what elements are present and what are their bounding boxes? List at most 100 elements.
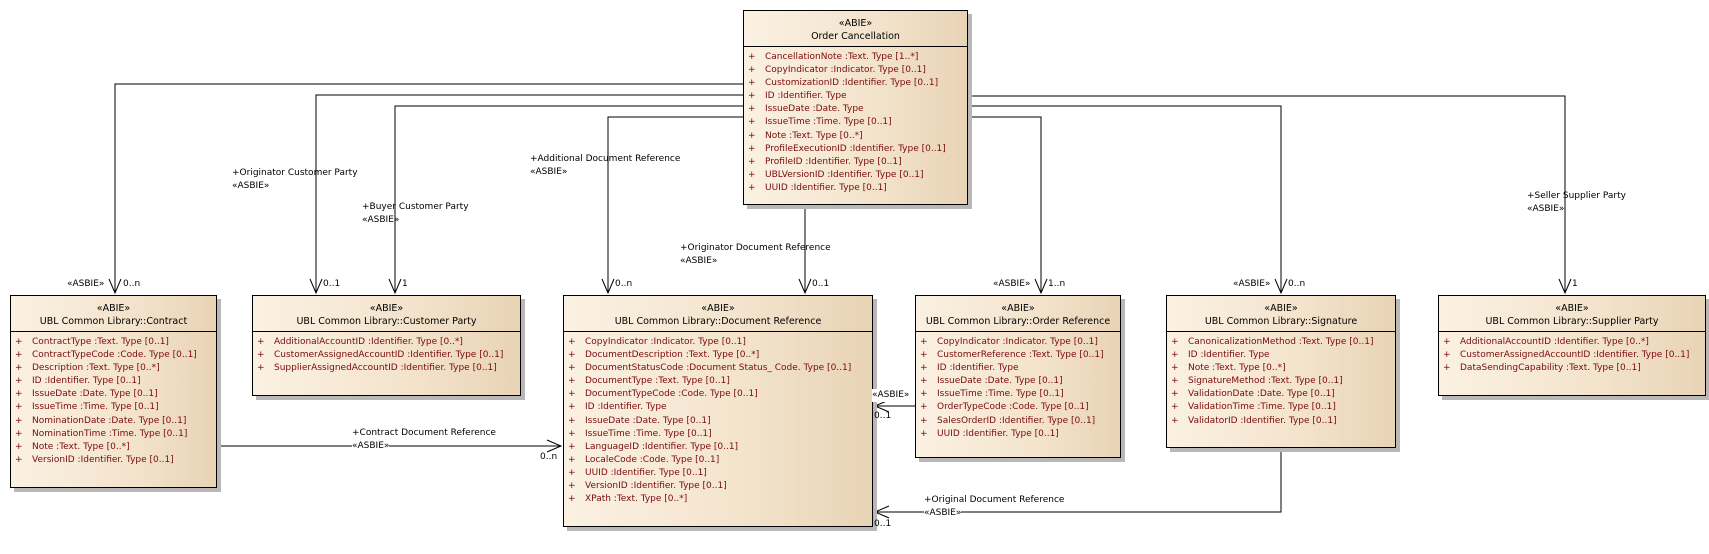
class-customer-party[interactable]: «ABIE» UBL Common Library::Customer Part… xyxy=(252,295,521,396)
attribute-row[interactable]: +ID :Identifier. Type xyxy=(1171,349,1395,362)
visibility-public-icon: + xyxy=(15,441,23,452)
attribute-text: VersionID :Identifier. Type [0..1] xyxy=(585,481,727,492)
class-order-reference[interactable]: «ABIE» UBL Common Library::Order Referen… xyxy=(915,295,1121,458)
attribute-text: IssueTime :Time. Type [0..1] xyxy=(937,389,1064,400)
attribute-row[interactable]: +UBLVersionID :Identifier. Type [0..1] xyxy=(748,169,967,182)
attribute-row[interactable]: +LanguageID :Identifier. Type [0..1] xyxy=(568,441,872,454)
attribute-row[interactable]: +ID :Identifier. Type xyxy=(920,362,1120,375)
attribute-row[interactable]: +SalesOrderID :Identifier. Type [0..1] xyxy=(920,415,1120,428)
assoc-stereotype-additional-document-reference: «ASBIE» xyxy=(530,167,568,177)
arrowhead-signature xyxy=(1274,278,1288,295)
class-header: «ABIE» UBL Common Library::Order Referen… xyxy=(916,296,1120,332)
visibility-public-icon: + xyxy=(15,428,23,439)
attribute-text: Note :Text. Type [0..*] xyxy=(1188,363,1286,374)
attribute-row[interactable]: +IssueDate :Date. Type [0..1] xyxy=(920,375,1120,388)
attribute-row[interactable]: +CopyIndicator :Indicator. Type [0..1] xyxy=(568,336,872,349)
attribute-row[interactable]: +Note :Text. Type [0..*] xyxy=(1171,362,1395,375)
class-order-cancellation[interactable]: «ABIE» Order Cancellation +CancellationN… xyxy=(743,10,968,205)
attribute-text: CopyIndicator :Indicator. Type [0..1] xyxy=(937,337,1098,347)
visibility-public-icon: + xyxy=(568,415,576,426)
attribute-row[interactable]: +ValidationDate :Date. Type [0..1] xyxy=(1171,388,1395,401)
attribute-row[interactable]: +ID :Identifier. Type xyxy=(568,401,872,414)
attribute-row[interactable]: +NominationDate :Date. Type [0..1] xyxy=(15,415,216,428)
attribute-row[interactable]: +ID :Identifier. Type xyxy=(748,90,967,103)
attribute-row[interactable]: +XPath :Text. Type [0..*] xyxy=(568,493,872,506)
attribute-row[interactable]: +DataSendingCapability :Text. Type [0..1… xyxy=(1443,362,1705,375)
attribute-row[interactable]: +IssueTime :Time. Type [0..1] xyxy=(568,428,872,441)
arrowhead-additional-document-reference xyxy=(601,278,615,295)
attribute-text: UUID :Identifier. Type [0..1] xyxy=(937,428,1059,439)
visibility-public-icon: + xyxy=(257,363,265,374)
attribute-row[interactable]: +Note :Text. Type [0..*] xyxy=(748,130,967,143)
visibility-public-icon: + xyxy=(748,182,756,193)
attribute-row[interactable]: +IssueTime :Time. Type [0..1] xyxy=(15,401,216,414)
attribute-row[interactable]: +CustomerAssignedAccountID :Identifier. … xyxy=(1443,349,1705,362)
class-signature[interactable]: «ABIE» UBL Common Library::Signature +Ca… xyxy=(1166,295,1396,448)
visibility-public-icon: + xyxy=(568,350,576,361)
attribute-row[interactable]: +NominationTime :Time. Type [0..1] xyxy=(15,428,216,441)
attribute-row[interactable]: +CopyIndicator :Indicator. Type [0..1] xyxy=(748,64,967,77)
attribute-row[interactable]: +ContractTypeCode :Code. Type [0..1] xyxy=(15,349,216,362)
attribute-row[interactable]: +ProfileID :Identifier. Type [0..1] xyxy=(748,156,967,169)
attribute-row[interactable]: +IssueDate :Date. Type xyxy=(748,103,967,116)
attribute-row[interactable]: + SignatureMethod :Text. Type [0..1] xyxy=(1171,375,1395,388)
attribute-row[interactable]: +ID :Identifier. Type [0..1] xyxy=(15,375,216,388)
attribute-row[interactable]: +ContractType :Text. Type [0..1] xyxy=(15,336,216,349)
arrowhead-contract-document-reference xyxy=(546,439,563,453)
class-name: UBL Common Library::Contract xyxy=(39,316,188,327)
visibility-public-icon: + xyxy=(568,337,576,347)
visibility-public-icon: + xyxy=(920,415,928,426)
assoc-line-seller-supplier-party xyxy=(968,95,1566,293)
attribute-row[interactable]: +IssueDate :Date. Type [0..1] xyxy=(568,415,872,428)
class-name: UBL Common Library::Signature xyxy=(1204,316,1358,327)
attribute-row[interactable]: +Description :Text. Type [0..*] xyxy=(15,362,216,375)
attribute-row[interactable]: + VersionID :Identifier. Type [0..1] xyxy=(568,480,872,493)
attribute-row[interactable]: +UUID :Identifier. Type [0..1] xyxy=(568,467,872,480)
attribute-row[interactable]: +LocaleCode :Code. Type [0..1] xyxy=(568,454,872,467)
attribute-row[interactable]: +IssueTime :Time. Type [0..1] xyxy=(748,116,967,129)
class-supplier-party[interactable]: «ABIE» UBL Common Library::Supplier Part… xyxy=(1438,295,1706,396)
visibility-public-icon: + xyxy=(1171,415,1179,426)
attribute-row[interactable]: +IssueDate :Date. Type [0..1] xyxy=(15,388,216,401)
attribute-row[interactable]: +VersionID :Identifier. Type [0..1] xyxy=(15,454,216,467)
class-header: «ABIE» UBL Common Library::Signature xyxy=(1167,296,1395,332)
visibility-public-icon: + xyxy=(1171,376,1179,387)
attribute-row[interactable]: +CustomerReference :Text. Type [0..1] xyxy=(920,349,1120,362)
attribute-row[interactable]: +IssueTime :Time. Type [0..1] xyxy=(920,388,1120,401)
attribute-row[interactable]: +ProfileExecutionID :Identifier. Type [0… xyxy=(748,143,967,156)
class-document-reference[interactable]: «ABIE» UBL Common Library::Document Refe… xyxy=(563,295,873,527)
attribute-row[interactable]: +CustomizationID :Identifier. Type [0..1… xyxy=(748,77,967,90)
attribute-row[interactable]: +CancellationNote :Text. Type [1..*] xyxy=(748,51,967,64)
attribute-text: ID :Identifier. Type xyxy=(585,402,667,413)
attribute-list: +AdditionalAccountID :Identifier. Type [… xyxy=(1439,332,1705,375)
attribute-row[interactable]: +CustomerAssignedAccountID :Identifier. … xyxy=(257,349,520,362)
attribute-row[interactable]: +SupplierAssignedAccountID :Identifier. … xyxy=(257,362,520,375)
attribute-row[interactable]: +DocumentStatusCode :Document Status_ Co… xyxy=(568,362,872,375)
visibility-public-icon: + xyxy=(568,481,576,492)
visibility-public-icon: + xyxy=(1171,350,1179,361)
attribute-row[interactable]: +AdditionalAccountID :Identifier. Type [… xyxy=(1443,336,1705,349)
attribute-row[interactable]: +DocumentDescription :Text. Type [0..*] xyxy=(568,349,872,362)
visibility-public-icon: + xyxy=(1443,337,1451,347)
attribute-text: ValidationTime :Time. Type [0..1] xyxy=(1188,402,1336,413)
attribute-row[interactable]: +AdditionalAccountID :Identifier. Type [… xyxy=(257,336,520,349)
assoc-stereotype-seller-supplier-party: «ASBIE» xyxy=(1527,204,1565,214)
attribute-row[interactable]: +UUID :Identifier. Type [0..1] xyxy=(920,428,1120,441)
attribute-row[interactable]: +DocumentTypeCode :Code. Type [0..1] xyxy=(568,388,872,401)
attribute-text: CustomerReference :Text. Type [0..1] xyxy=(937,350,1104,361)
visibility-public-icon: + xyxy=(1171,337,1179,347)
attribute-text: ContractType :Text. Type [0..1] xyxy=(32,337,169,347)
attribute-text: SignatureMethod :Text. Type [0..1] xyxy=(1188,376,1343,387)
attribute-row[interactable]: +UUID :Identifier. Type [0..1] xyxy=(748,182,967,195)
attribute-row[interactable]: +OrderTypeCode :Code. Type [0..1] xyxy=(920,401,1120,414)
attribute-row[interactable]: +CopyIndicator :Indicator. Type [0..1] xyxy=(920,336,1120,349)
attribute-row[interactable]: +DocumentType :Text. Type [0..1] xyxy=(568,375,872,388)
visibility-public-icon: + xyxy=(568,441,576,452)
class-header: «ABIE» UBL Common Library::Contract xyxy=(11,296,216,332)
attribute-row[interactable]: +ValidatorID :Identifier. Type [0..1] xyxy=(1171,415,1395,428)
class-contract[interactable]: «ABIE» UBL Common Library::Contract +Con… xyxy=(10,295,217,488)
attribute-row[interactable]: +Note :Text. Type [0..*] xyxy=(15,441,216,454)
attribute-row[interactable]: +CanonicalizationMethod :Text. Type [0..… xyxy=(1171,336,1395,349)
assoc-stereotype-contract: «ASBIE» xyxy=(67,279,105,289)
attribute-row[interactable]: +ValidationTime :Time. Type [0..1] xyxy=(1171,401,1395,414)
